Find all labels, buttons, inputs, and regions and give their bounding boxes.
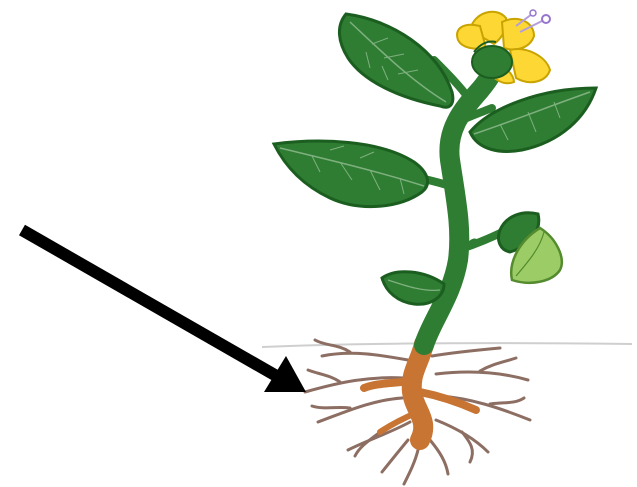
root bbox=[305, 340, 530, 484]
arrow bbox=[22, 230, 306, 392]
leaf-right bbox=[470, 88, 596, 151]
leaf-left bbox=[274, 141, 428, 206]
flower bbox=[457, 10, 550, 83]
ground-line bbox=[262, 343, 632, 347]
arrow-shaft bbox=[22, 230, 280, 378]
flower-center bbox=[472, 46, 512, 78]
